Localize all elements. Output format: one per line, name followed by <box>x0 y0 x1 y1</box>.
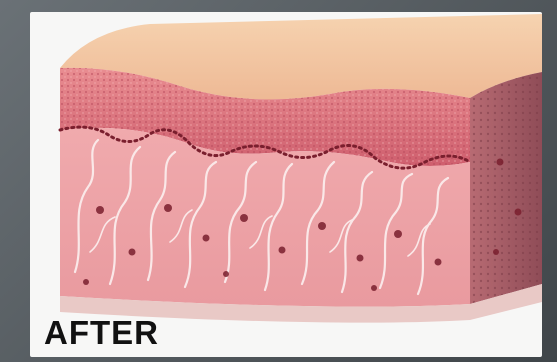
after-label: AFTER <box>44 316 159 349</box>
skin-cross-section-diagram <box>30 12 542 357</box>
illustration-card: AFTER <box>30 12 542 357</box>
